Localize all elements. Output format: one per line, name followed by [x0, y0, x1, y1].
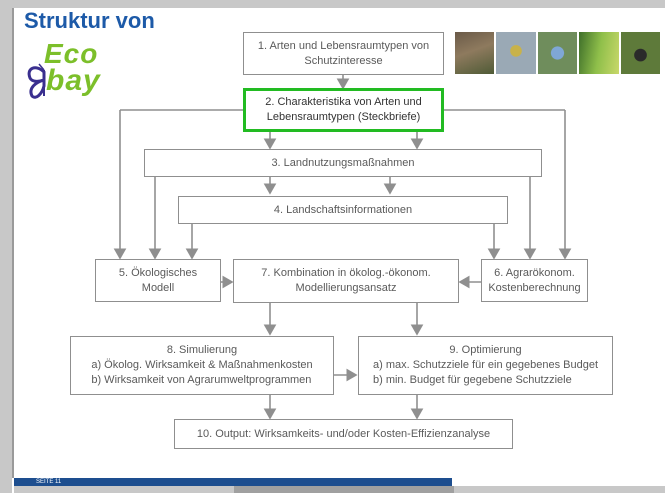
box-9-line-1: 9. Optimierung: [449, 344, 522, 356]
bird-photo: [496, 32, 536, 74]
box-optimierung: 9. Optimierung a) max. Schutzziele für e…: [358, 336, 613, 395]
photo-strip: [455, 32, 661, 74]
box-2-line-2: Lebensraumtypen (Steckbriefe): [266, 111, 421, 123]
box-1-line-2: Schutzinteresse: [304, 54, 383, 67]
box-6-line-2: Kostenberechnung: [488, 281, 581, 294]
footer-grey-segment: [234, 486, 454, 493]
box-5-line-2: Modell: [141, 281, 175, 294]
slide-title: Struktur von: [24, 8, 155, 33]
beetle-photo: [620, 32, 661, 74]
box-6-line-1: 6. Agrarökonom.: [494, 266, 575, 279]
box-oekologisches-modell: 5. Ökologisches Modell: [95, 259, 221, 302]
window-frame-left: [0, 0, 12, 493]
box-1-line-1: 1. Arten und Lebensraumtypen von: [257, 39, 430, 52]
box-agraroekonom: 6. Agrarökonom. Kostenberechnung: [481, 259, 588, 302]
box-kombination: 7. Kombination in ökolog.-ökonom. Modell…: [233, 259, 459, 303]
box-4-line-1: 4. Landschaftsinformationen: [273, 203, 413, 216]
footer-blue-bar: [14, 478, 452, 486]
box-7-line-2: Modellierungsansatz: [295, 282, 397, 294]
butterfly-photo: [537, 32, 578, 74]
box-9-line-3: b) min. Budget für gegebene Schutzziele: [372, 374, 572, 386]
box-8-line-2: a) Ökolog. Wirksamkeit & Maßnahmenkosten: [91, 359, 313, 371]
box-8-line-1: 8. Simulierung: [166, 344, 238, 356]
logo-text-bay: bay: [46, 64, 101, 97]
box-10-line-1: 10. Output: Wirksamkeits- und/oder Koste…: [196, 427, 491, 440]
box-output: 10. Output: Wirksamkeits- und/oder Koste…: [174, 419, 513, 449]
box-simulierung: 8. Simulierung a) Ökolog. Wirksamkeit & …: [70, 336, 334, 395]
window-frame-edge: [12, 8, 14, 478]
logo-text-eco: Eco: [44, 38, 99, 69]
box-3-line-1: 3. Landnutzungsmaßnahmen: [271, 156, 415, 169]
box-2-line-1: 2. Charakteristika von Arten und: [265, 96, 422, 108]
box-5-line-1: 5. Ökologisches: [118, 266, 198, 279]
window-frame-top: [0, 0, 665, 8]
heath-photo: [455, 32, 495, 74]
box-8-line-3: b) Wirksamkeit von Agrarumweltprogrammen: [91, 374, 312, 386]
box-landnutzungsmassnahmen: 3. Landnutzungsmaßnahmen: [144, 149, 542, 177]
butterfly-icon: [27, 63, 46, 99]
box-arten-lebensraumtypen: 1. Arten und Lebensraumtypen von Schutzi…: [243, 32, 444, 75]
grass-photo: [579, 32, 619, 74]
box-landschaftsinformationen: 4. Landschaftsinformationen: [178, 196, 508, 224]
box-9-line-2: a) max. Schutzziele für ein gegebenes Bu…: [372, 359, 599, 371]
box-7-line-1: 7. Kombination in ökolog.-ökonom.: [261, 267, 431, 279]
ecobay-logo: Eco bay: [24, 38, 114, 110]
page-number-label: SEITE 11: [36, 479, 62, 485]
box-charakteristika: 2. Charakteristika von Arten und Lebensr…: [243, 88, 444, 132]
